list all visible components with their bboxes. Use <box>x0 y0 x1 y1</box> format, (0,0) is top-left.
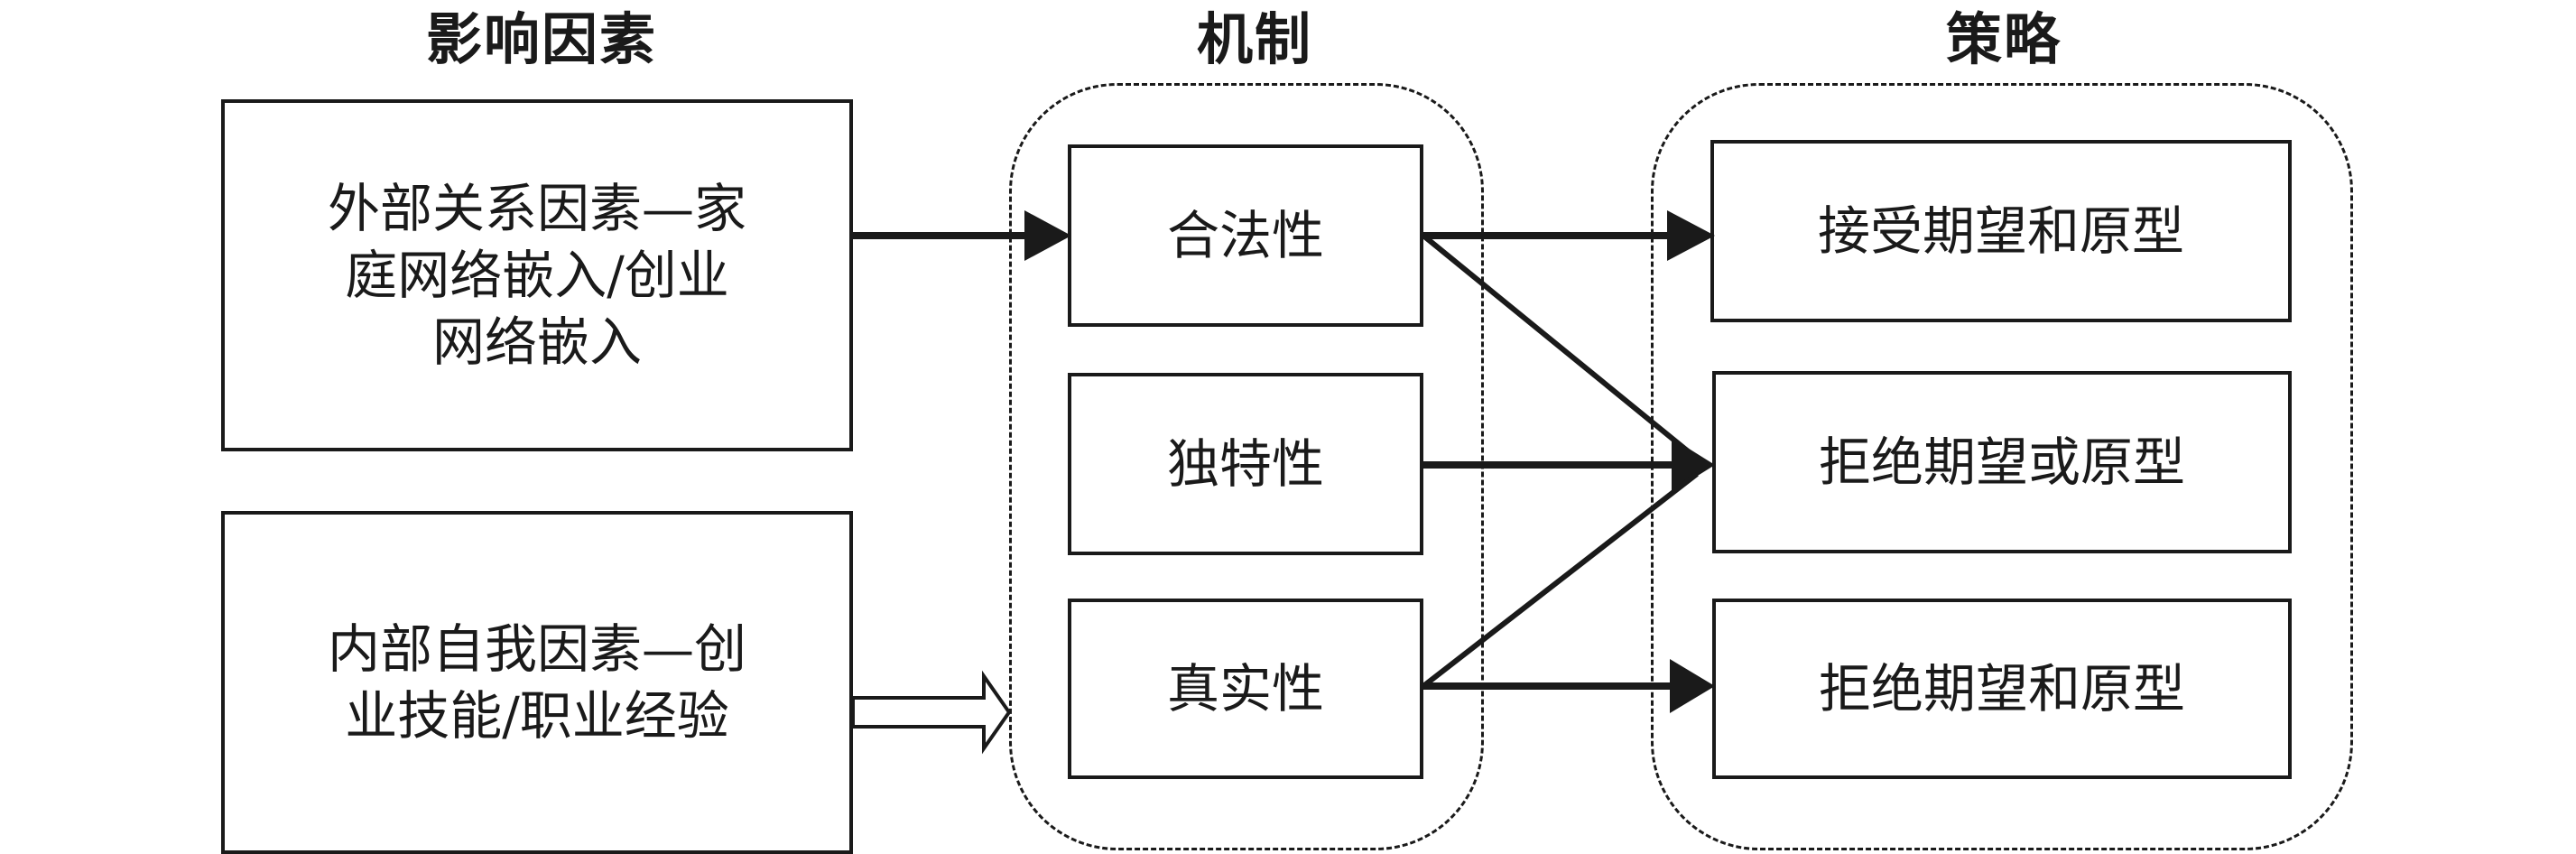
strategy-label: 拒绝期望或原型 <box>1818 432 2185 493</box>
mechanisms-heading: 机制 <box>1196 6 1312 72</box>
strategies-heading: 策略 <box>1945 6 2062 72</box>
factor-line: 外部关系因素—家 <box>327 178 746 239</box>
arrowhead <box>1672 438 1715 492</box>
mechanism-label: 合法性 <box>1166 205 1324 266</box>
strategy-label: 接受期望和原型 <box>1817 200 2184 262</box>
factor-line: 网络嵌入 <box>431 311 642 373</box>
arrowhead <box>1670 659 1715 713</box>
mechanism-box-uniqueness: 独特性 <box>1068 373 1423 555</box>
mechanism-box-legitimacy: 合法性 <box>1068 144 1423 327</box>
arrow-legitimacy-to-reject-or <box>1422 233 1699 461</box>
factors-heading: 影响因素 <box>425 6 657 72</box>
strategy-box-reject-or: 拒绝期望或原型 <box>1712 371 2292 553</box>
strategy-label: 拒绝期望和原型 <box>1818 658 2185 719</box>
strategy-box-accept: 接受期望和原型 <box>1710 140 2292 322</box>
arrow-authenticity-to-reject-or <box>1422 471 1699 689</box>
arrowhead <box>1024 210 1071 261</box>
arrowhead <box>1667 210 1715 261</box>
mechanism-box-authenticity: 真实性 <box>1068 599 1423 779</box>
factor-box-internal: 内部自我因素—创 业技能/职业经验 <box>221 511 853 854</box>
factor-line: 业技能/职业经验 <box>345 685 729 747</box>
strategy-box-reject-and: 拒绝期望和原型 <box>1712 599 2292 779</box>
factor-box-external: 外部关系因素—家 庭网络嵌入/创业 网络嵌入 <box>221 99 853 451</box>
mechanism-label: 真实性 <box>1166 658 1324 719</box>
mechanism-label: 独特性 <box>1166 433 1324 495</box>
factor-line: 内部自我因素—创 <box>327 618 746 680</box>
factor-line: 庭网络嵌入/创业 <box>345 245 729 306</box>
hollow-arrow-internal-to-mechanisms <box>851 670 1012 755</box>
